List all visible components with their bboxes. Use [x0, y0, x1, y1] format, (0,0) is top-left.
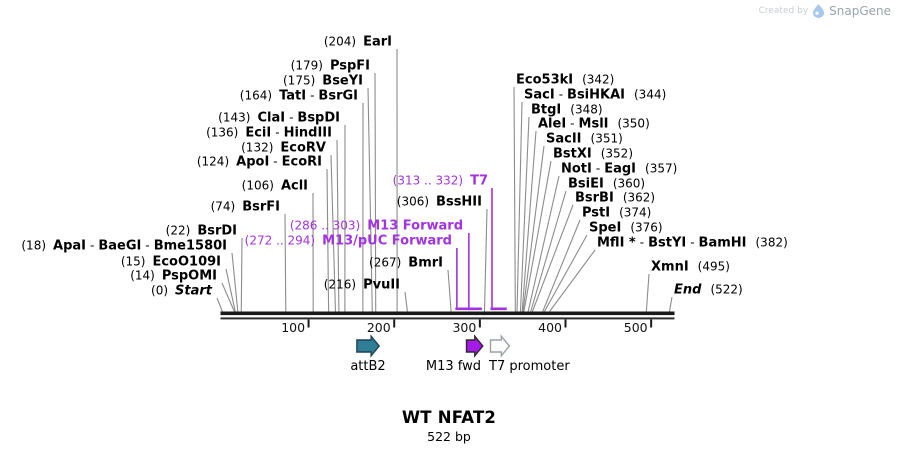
enzyme-label: SpeI(376): [589, 220, 663, 236]
feature-arrow-m13-fwd: [465, 334, 484, 358]
terminus-label: End(522): [674, 282, 743, 298]
site-callout-line: [231, 252, 239, 312]
site-callout-line: [225, 268, 236, 312]
feature-label: T7 promoter: [489, 359, 570, 374]
snapgene-watermark: Created by SnapGene: [759, 4, 891, 18]
enzyme-label: (136)EciI-HindIII: [206, 125, 332, 141]
enzyme-label: (132)EcoRV: [241, 140, 326, 156]
enzyme-label: (18)ApaI-BaeGI-Bme1580I: [21, 238, 227, 254]
site-callout-line: [374, 72, 377, 312]
site-callout-line: [483, 208, 488, 312]
site-callout-line: [542, 219, 581, 312]
snapgene-logo-icon: [813, 4, 825, 18]
site-callout-line: [521, 130, 537, 312]
site-callout-line: [668, 296, 673, 312]
enzyme-label: Eco53kI(342): [516, 72, 615, 88]
site-callout-line: [326, 168, 330, 312]
enzyme-label: (306)BssHII: [396, 194, 482, 210]
enzyme-label: AleI-MslI(350): [538, 116, 650, 132]
ruler-tick-label: 200: [366, 320, 391, 335]
site-callout-line: [530, 190, 567, 312]
enzyme-label: (15)EcoO109I: [120, 254, 221, 270]
enzyme-label: (143)ClaI-BspDI: [218, 110, 340, 126]
enzyme-label: PstI(374): [582, 205, 652, 221]
feature-arrow-attb2: [356, 334, 381, 358]
site-callout-line: [216, 297, 223, 312]
enzyme-label: (204)EarI: [323, 34, 392, 50]
site-callout-line: [367, 87, 373, 312]
primer-label: (313 .. 332)T7: [392, 173, 488, 189]
feature-arrow-t7-promoter: [489, 334, 511, 358]
primer-label: (286 .. 303)M13 Forward: [289, 218, 463, 234]
site-callout-line: [516, 101, 523, 312]
ruler-tick-label: 100: [281, 320, 306, 335]
sequence-line-lower: [220, 317, 675, 320]
enzyme-label: (175)BseYI: [283, 73, 363, 89]
enzyme-label: BtgI(348): [531, 102, 603, 118]
sequence-line: [220, 311, 675, 316]
site-callout-line: [513, 86, 516, 312]
enzyme-label: (216)PvuII: [323, 277, 400, 293]
site-callout-line: [519, 116, 530, 312]
ruler-tick-label: 500: [623, 320, 648, 335]
ruler-tick-label: 300: [452, 320, 477, 335]
enzyme-label: (124)ApoI-EcoRI: [196, 154, 322, 170]
site-callout-line: [645, 273, 650, 312]
site-callout-line: [447, 269, 452, 312]
created-by-text: Created by: [758, 6, 809, 16]
site-callout-line: [549, 249, 596, 312]
enzyme-label: BsrBI(362): [575, 190, 656, 206]
site-callout-line: [527, 175, 560, 312]
primer-label: (272 .. 294)M13/pUC Forward: [244, 233, 452, 249]
ruler-tick-label: 400: [538, 320, 562, 335]
site-callout-line: [531, 204, 574, 312]
enzyme-label: (106)AclI: [241, 178, 308, 194]
site-callout-line: [221, 282, 235, 312]
map-title: WT NFAT2: [401, 408, 497, 427]
snapgene-brand-text: SnapGene: [829, 4, 891, 18]
enzyme-label: (74)BsrFI: [210, 199, 280, 215]
site-callout-line: [404, 291, 408, 312]
enzyme-label: (14)PspOMI: [130, 268, 217, 284]
site-callout-line: [543, 234, 588, 312]
enzyme-label: (267)BmrI: [369, 255, 443, 271]
enzyme-label: BstXI(352): [553, 146, 634, 162]
enzyme-label: NotI-EagI(357): [561, 161, 678, 177]
enzyme-label: (179)PspFI: [290, 58, 370, 74]
map-length-label: 522 bp: [427, 429, 471, 444]
feature-label: M13 fwd: [425, 359, 481, 374]
enzyme-label: (164)TatI-BsrGI: [239, 88, 358, 104]
site-callout-line: [523, 160, 552, 312]
enzyme-label: (22)BsrDI: [165, 223, 237, 239]
enzyme-label: SacI-BsiHKAI(344): [524, 87, 667, 103]
enzyme-label: BsiEI(360): [568, 176, 646, 192]
site-callout-line: [336, 139, 340, 312]
site-callout-line: [284, 213, 287, 312]
site-callout-line: [330, 154, 337, 312]
terminus-label: (0)Start: [151, 283, 212, 299]
site-callout-line: [522, 145, 545, 312]
site-callout-line: [240, 237, 243, 312]
enzyme-label: SacII(351): [546, 131, 623, 147]
feature-label: attB2: [350, 359, 386, 374]
enzyme-label: MflI *-BstYI-BamHI(382): [597, 235, 788, 251]
enzyme-label: XmnI(495): [651, 259, 730, 275]
